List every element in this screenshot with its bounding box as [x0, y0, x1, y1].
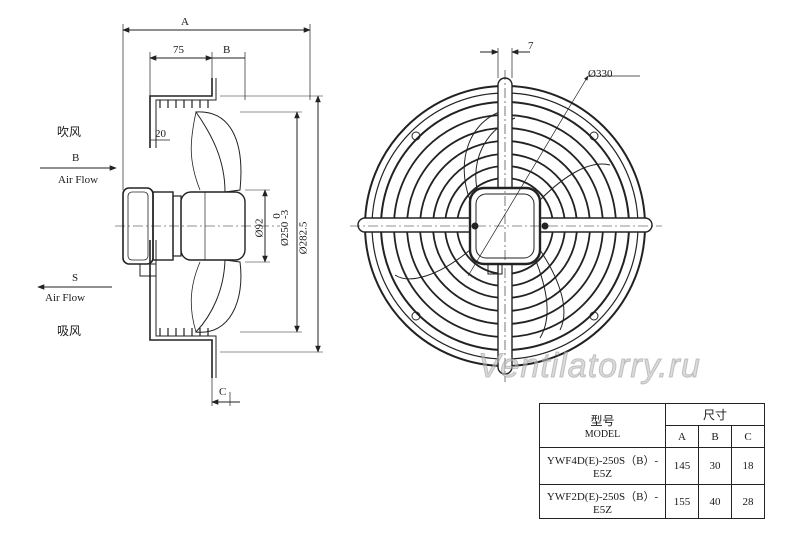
model-header: 型号 MODEL	[539, 403, 666, 448]
size-header: 尺寸	[665, 403, 765, 426]
table-row: YWF2D(E)-250S（B）-E5Z 155 40 28	[539, 484, 765, 519]
dim-92-label: Ø92	[253, 218, 266, 238]
dim-330-label: Ø330	[588, 68, 613, 80]
row-b: 30	[698, 447, 732, 485]
dim-20-label: 20	[155, 128, 166, 140]
table-row: YWF4D(E)-250S（B）-E5Z 145 30 18	[539, 447, 765, 485]
dim-250-label: Ø250 -3	[279, 209, 292, 247]
row-b: 40	[698, 484, 732, 519]
front-view	[350, 48, 662, 382]
blow-label-cn: 吹风	[57, 125, 82, 139]
row-model: YWF4D(E)-250S（B）-E5Z	[539, 447, 666, 485]
spec-table: 型号 MODEL 尺寸 A B C YWF4D(E)-250S（B）-E5Z 1…	[539, 403, 765, 519]
row-c: 18	[731, 447, 765, 485]
suck-label-en: Air Flow	[45, 292, 86, 304]
side-view	[37, 24, 323, 406]
col-a-header: A	[665, 425, 699, 448]
dim-b-label: B	[223, 44, 231, 56]
model-header-cn: 型号	[590, 413, 615, 428]
dim-c-label: C	[219, 386, 227, 398]
watermark: Ventilatorry.ru	[478, 347, 701, 386]
row-a: 155	[665, 484, 699, 519]
row-a: 145	[665, 447, 699, 485]
suck-letter: S	[72, 272, 79, 284]
dim-7-label: 7	[528, 40, 534, 52]
dim-282-label: Ø282.5	[297, 221, 310, 255]
blow-letter: B	[72, 152, 80, 164]
model-header-en: MODEL	[584, 428, 621, 440]
dim-75-label: 75	[173, 44, 184, 56]
col-b-header: B	[698, 425, 732, 448]
row-model: YWF2D(E)-250S（B）-E5Z	[539, 484, 666, 519]
blow-label-en: Air Flow	[58, 174, 99, 186]
col-c-header: C	[731, 425, 765, 448]
suck-label-cn: 吸风	[57, 324, 82, 338]
row-c: 28	[731, 484, 765, 519]
dim-a-label: A	[181, 16, 189, 28]
